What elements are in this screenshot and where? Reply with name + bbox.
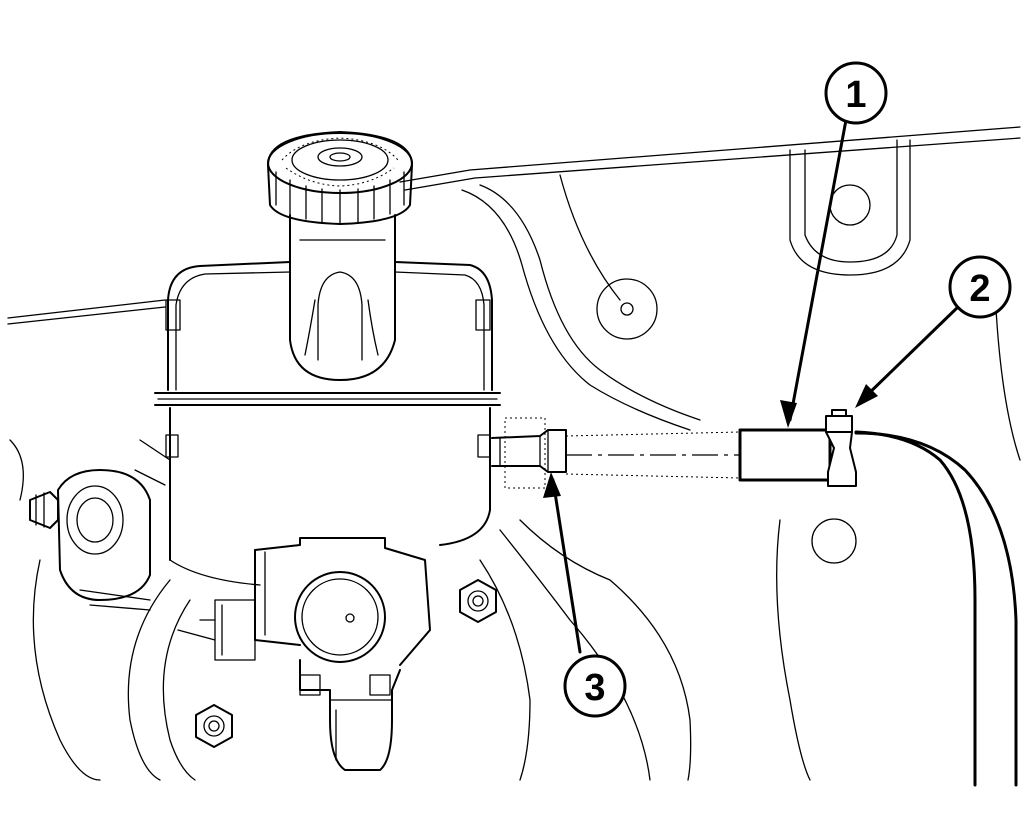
mounting-nut-left: [195, 704, 233, 748]
brake-fluid-reservoir: [154, 131, 567, 586]
callout-2-label: 2: [969, 268, 990, 310]
callout-3-label: 3: [584, 667, 605, 709]
mounting-nut-right: [459, 579, 497, 623]
callout-1: 1: [824, 61, 888, 125]
hose-coupler: [738, 428, 832, 482]
hose-clamp: [825, 409, 857, 487]
callout-3: 3: [563, 654, 627, 718]
body-panel: [7, 126, 1021, 781]
callout-leaders: [543, 118, 962, 654]
reservoir-hose: [565, 409, 1018, 787]
master-cylinder: [29, 439, 497, 771]
callout-2: 2: [948, 255, 1012, 319]
brake-booster: [9, 439, 692, 781]
callout-1-label: 1: [845, 74, 866, 116]
